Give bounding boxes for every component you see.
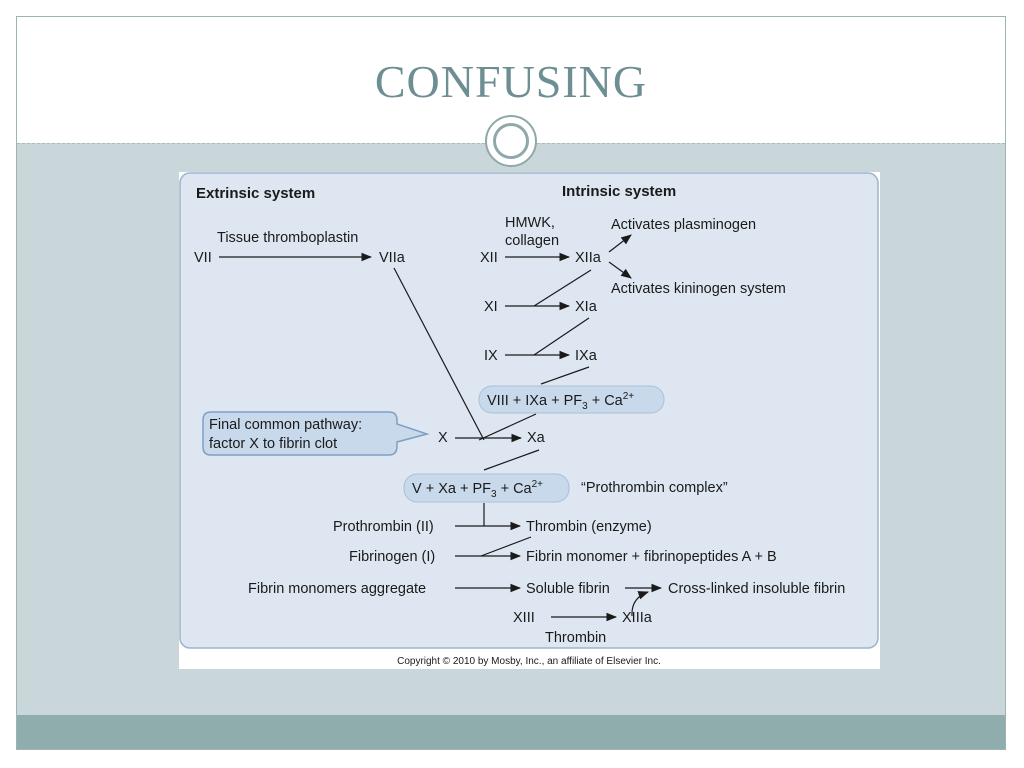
tenase-complex-label: VIII + IXa + PF3 + Ca2+ [487,391,634,412]
prothrombin-label: Prothrombin (II) [333,519,434,535]
factor-xiiia: XIIIa [622,610,653,626]
fibrin-aggregate-label: Fibrin monomers aggregate [248,581,426,597]
activates-kininogen: Activates kininogen system [611,281,786,297]
factor-ix: IX [484,348,498,364]
xiia-kininogen-arrow [608,261,632,279]
callout-line1: Final common pathway: [209,417,362,433]
soluble-fibrin-label: Soluble fibrin [526,581,610,597]
viia-to-x-line [393,267,485,441]
prothrombinase-label: V + Xa + PF3 + Ca2+ [412,479,543,500]
callout-line2: factor X to fibrin clot [209,436,337,452]
factor-viia: VIIa [379,250,406,266]
hmwk-label: HMWK, [505,215,555,231]
copyright-notice: Copyright © 2010 by Mosby, Inc., an affi… [397,656,661,667]
factor-xa: Xa [527,430,546,446]
slide-title: CONFUSING [374,56,648,107]
tissue-thromboplastin-label: Tissue thromboplastin [217,230,358,246]
thrombin-enzyme-label: Thrombin (enzyme) [526,519,652,535]
factor-xiii: XIII [513,610,535,626]
slide: CONFUSING Extrinsic system Intrinsic sys… [16,16,1006,750]
xiia-to-xi-line [533,269,592,307]
xiiia-curve-arrow [631,591,650,617]
xiia-plasminogen-arrow [608,234,632,253]
factor-xi: XI [484,299,498,315]
complex1-to-x-line [478,413,537,441]
factor-xiia: XIIa [575,250,602,266]
activates-plasminogen: Activates plasminogen [611,217,756,233]
xa-to-complex-line [483,449,540,471]
tenase-complex-pill [478,385,665,414]
coagulation-figure: Extrinsic system Intrinsic system Tissue… [179,172,880,669]
fibrin-monomer-label: Fibrin monomer + fibrinopeptides A + B [526,549,777,565]
factor-xia: XIa [575,299,598,315]
collagen-label: collagen [505,233,559,249]
circle-ornament-icon [485,115,537,167]
factor-x: X [438,430,448,446]
final-pathway-callout [202,411,430,456]
intrinsic-header: Intrinsic system [562,183,676,200]
prothrombinase-pill [403,473,570,503]
factor-ixa: IXa [575,348,598,364]
thrombin-label: Thrombin [545,630,606,646]
xia-to-ix-line [533,317,590,356]
fibrinogen-label: Fibrinogen (I) [349,549,435,565]
coagulation-diagram: Extrinsic system Intrinsic system Tissue… [179,172,879,667]
extrinsic-header: Extrinsic system [196,185,315,202]
thrombin-to-fibrinogen-line [480,536,532,557]
prothrombin-complex-label: “Prothrombin complex” [581,480,728,496]
crosslinked-fibrin-label: Cross-linked insoluble fibrin [668,581,845,597]
footer-band [17,715,1005,749]
factor-vii: VII [194,250,212,266]
ixa-to-complex-line [540,366,590,385]
factor-xii: XII [480,250,498,266]
